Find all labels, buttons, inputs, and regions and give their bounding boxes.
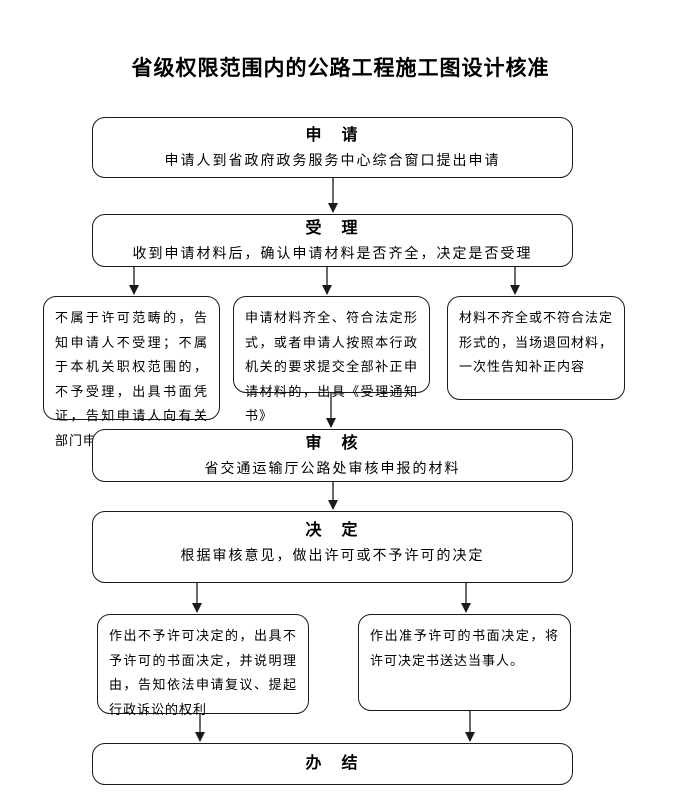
node-review-body: 省交通运输厅公路处审核申报的材料 bbox=[204, 459, 461, 476]
node-deny: 作出不予许可决定的，出具不予许可的书面决定，并说明理由，告知依法申请复议、提起行… bbox=[97, 614, 309, 717]
node-materials-incomplete: 材料不齐全或不符合法定形式的，当场退回材料，一次性告知补正内容 bbox=[447, 296, 625, 400]
node-accept-heading: 受 理 bbox=[305, 219, 360, 237]
node-finish-heading: 办 结 bbox=[305, 755, 360, 772]
node-decide: 决 定 根据审核意见，做出许可或不予许可的决定 bbox=[92, 511, 573, 583]
node-finish: 办 结 bbox=[92, 743, 573, 785]
node-not-in-scope: 不属于许可范畴的，告知申请人不受理；不属于本机关职权范围的，不予受理，出具书面凭… bbox=[43, 296, 220, 448]
node-materials-incomplete-body: 材料不齐全或不符合法定形式的，当场退回材料，一次性告知补正内容 bbox=[459, 310, 614, 374]
page-title: 省级权限范围内的公路工程施工图设计核准 bbox=[131, 57, 550, 80]
node-apply-body: 申请人到省政府政务服务中心综合窗口提出申请 bbox=[164, 151, 501, 168]
node-materials-complete: 申请材料齐全、符合法定形式，或者申请人按照本行政机关的要求提交全部补正申请材料的… bbox=[233, 296, 430, 423]
node-deny-body: 作出不予许可决定的，出具不予许可的书面决定，并说明理由，告知依法申请复议、提起行… bbox=[109, 628, 297, 717]
node-grant-body: 作出准予许可的书面决定，将许可决定书送达当事人。 bbox=[370, 628, 559, 668]
node-not-in-scope-body: 不属于许可范畴的，告知申请人不受理；不属于本机关职权范围的，不予受理，出具书面凭… bbox=[55, 310, 208, 448]
node-review-heading: 审 核 bbox=[305, 434, 360, 452]
node-decide-heading: 决 定 bbox=[305, 522, 360, 539]
node-apply-heading: 申 请 bbox=[305, 126, 360, 144]
node-apply: 申 请 申请人到省政府政务服务中心综合窗口提出申请 bbox=[92, 117, 573, 178]
node-accept-body: 收到申请材料后，确认申请材料是否齐全，决定是否受理 bbox=[132, 244, 533, 261]
node-review: 审 核 省交通运输厅公路处审核申报的材料 bbox=[92, 429, 573, 482]
node-grant: 作出准予许可的书面决定，将许可决定书送达当事人。 bbox=[358, 614, 571, 711]
node-accept: 受 理 收到申请材料后，确认申请材料是否齐全，决定是否受理 bbox=[92, 214, 573, 267]
node-decide-body: 根据审核意见，做出许可或不予许可的决定 bbox=[180, 547, 485, 563]
node-materials-complete-body: 申请材料齐全、符合法定形式，或者申请人按照本行政机关的要求提交全部补正申请材料的… bbox=[245, 310, 418, 423]
